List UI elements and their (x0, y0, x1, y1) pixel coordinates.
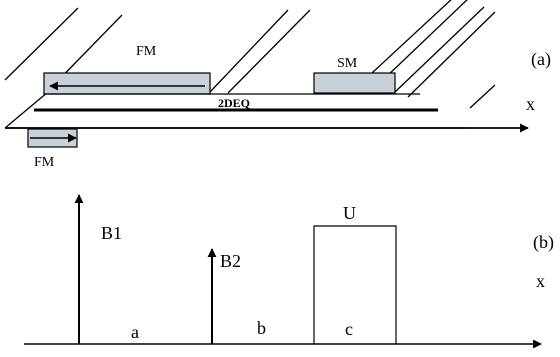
channel-label: 2DEQ (218, 96, 250, 110)
fm-top-label: FM (136, 44, 157, 59)
region-b-label: b (257, 318, 266, 338)
u-barrier (313, 225, 397, 344)
region-c-label: c (345, 319, 353, 339)
panel-a: FM SM 2DEQ FM x (a) (4, 0, 551, 170)
region-a-label: a (131, 322, 139, 342)
fm-top-magnet (43, 72, 211, 95)
fm-bottom-label: FM (34, 155, 55, 170)
x-label-a: x (526, 94, 535, 114)
x-label-b: x (536, 271, 545, 291)
u-label: U (343, 203, 356, 223)
panel-b: B1 B2 U a b c x (b) (24, 194, 554, 349)
panel-a-label: (a) (531, 49, 551, 70)
panel-b-label: (b) (533, 232, 554, 253)
b2-label: B2 (220, 251, 241, 271)
sm-label: SM (337, 56, 358, 71)
sm-box (313, 72, 396, 94)
b1-label: B1 (101, 223, 122, 243)
